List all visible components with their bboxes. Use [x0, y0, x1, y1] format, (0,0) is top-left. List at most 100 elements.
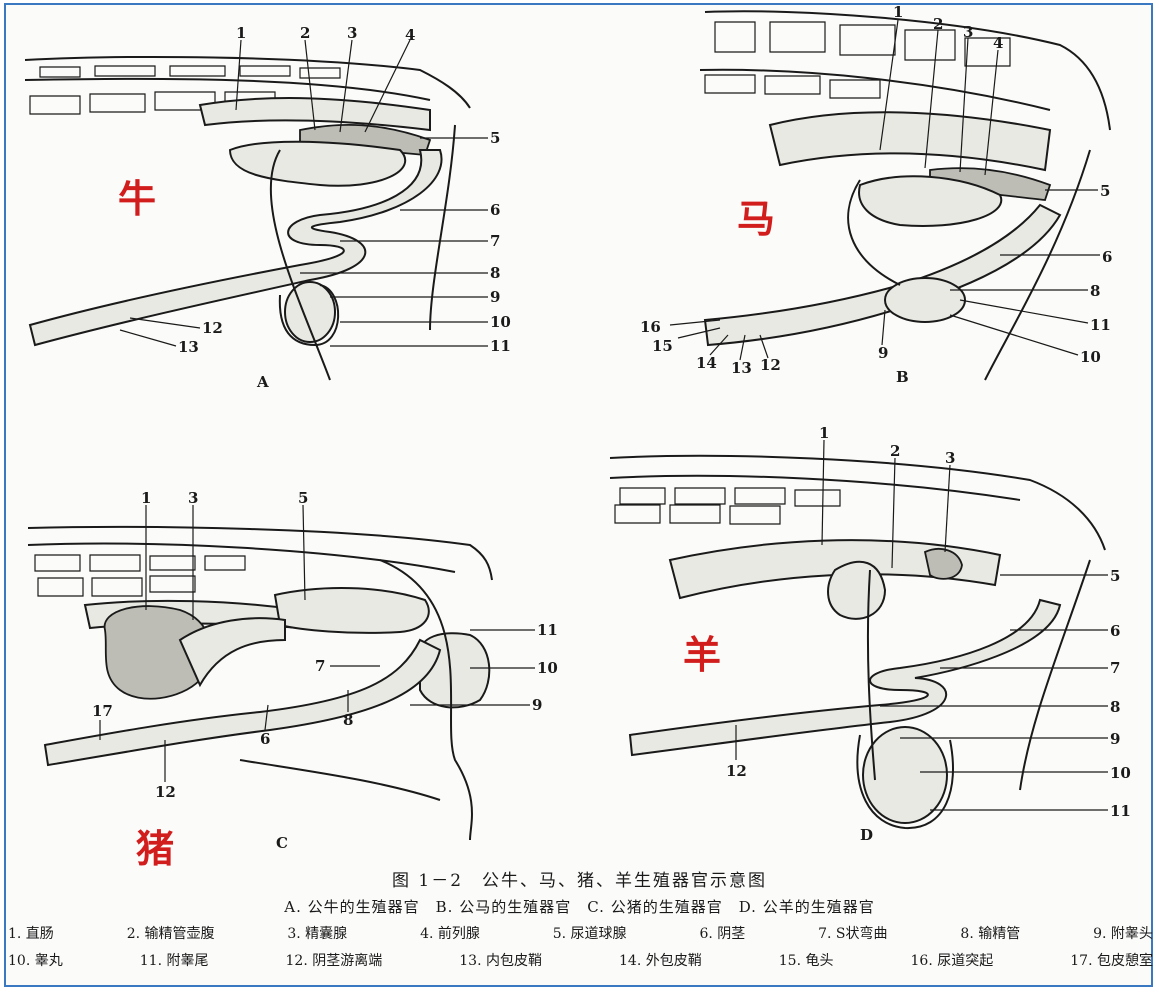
panel-c-callout-9: 9 — [532, 696, 542, 714]
panel-c-callout-7: 7 — [315, 657, 325, 675]
legend-item: 4. 前列腺 — [420, 926, 480, 942]
panel-letter-b: B — [896, 368, 909, 386]
panel-d-callout-2: 2 — [890, 442, 900, 460]
panel-a-callout-2: 2 — [300, 24, 310, 42]
panel-b-bladder — [858, 175, 1003, 227]
panel-a-callout-10: 10 — [490, 313, 511, 331]
panel-b-horse: 1 2 3 4 5 6 8 11 10 9 16 15 14 13 12 马 B — [640, 3, 1112, 386]
panel-d-callout-9: 9 — [1110, 730, 1120, 748]
panel-c-pig: 1 3 5 11 10 7 9 8 6 17 12 猪 C — [27, 489, 558, 871]
legend-row-1: 1. 直肠 2. 输精管壶腹 3. 精囊腺 4. 前列腺 5. 尿道球腺 6. … — [8, 923, 1153, 943]
legend-item: 6. 阴茎 — [699, 926, 746, 942]
panel-b-callout-11: 11 — [1090, 316, 1111, 334]
panel-a-callout-5: 5 — [490, 129, 500, 147]
legend-item: 12. 阴茎游离端 — [285, 953, 383, 969]
legend-item: 2. 输精管壶腹 — [126, 926, 215, 942]
panel-d-callout-10: 10 — [1110, 764, 1131, 782]
animal-label-bull: 牛 — [118, 176, 156, 221]
panel-d-callout-7: 7 — [1110, 659, 1120, 677]
legend-item: 14. 外包皮鞘 — [619, 953, 702, 969]
legend-item: 1. 直肠 — [8, 926, 54, 942]
figure-subtitle: A. 公牛的生殖器官 B. 公马的生殖器官 C. 公猪的生殖器官 D. 公羊的生… — [284, 898, 875, 916]
panel-letter-c: C — [276, 834, 288, 852]
panel-b-callout-3: 3 — [963, 23, 973, 41]
panel-a-bull: 1 2 3 4 5 6 7 8 9 10 11 12 13 牛 A — [24, 24, 511, 391]
panel-a-callout-11: 11 — [490, 337, 511, 355]
panel-d-testis — [862, 726, 948, 824]
panel-b-callout-13: 13 — [731, 359, 752, 377]
legend-item: 13. 内包皮鞘 — [459, 953, 542, 969]
panel-d-spine — [609, 454, 1106, 551]
panel-a-callout-1: 1 — [236, 24, 246, 42]
legend-item: 11. 附睾尾 — [139, 953, 209, 969]
animal-label-ram: 羊 — [683, 632, 721, 677]
panel-c-callout-11: 11 — [537, 621, 558, 639]
animal-label-horse: 马 — [737, 196, 775, 241]
figure-frame — [4, 3, 1153, 987]
panel-c-callout-17: 17 — [92, 702, 113, 720]
figure-title: 图 1－2 公牛、马、猪、羊生殖器官示意图 — [391, 871, 768, 891]
legend-item: 3. 精囊腺 — [287, 926, 348, 942]
panel-b-callouts: 1 2 3 4 5 6 8 11 10 9 16 15 14 13 12 — [640, 3, 1112, 377]
panel-b-callout-1: 1 — [893, 3, 903, 21]
panel-d-callout-12: 12 — [726, 762, 747, 780]
panel-c-spine — [27, 525, 493, 597]
panel-b-callout-14: 14 — [696, 354, 717, 372]
panel-b-rectum — [768, 111, 1052, 172]
panel-d-callout-1: 1 — [819, 424, 829, 442]
panel-b-callout-5: 5 — [1100, 182, 1110, 200]
panel-a-spine — [24, 56, 471, 115]
panel-d-seminal-vesicle — [923, 548, 963, 580]
panel-c-callout-10: 10 — [537, 659, 558, 677]
panel-d-callouts: 1 2 3 5 6 7 8 9 10 11 12 — [726, 424, 1131, 820]
panel-c-callout-12: 12 — [155, 783, 176, 801]
panel-c-bulbourethral-gland — [273, 587, 430, 634]
panel-d-leaders — [735, 439, 1108, 811]
panel-c-penis — [43, 638, 442, 767]
animal-label-pig: 猪 — [136, 826, 174, 871]
panel-a-callouts: 1 2 3 4 5 6 7 8 9 10 11 12 13 — [178, 24, 511, 356]
panel-a-testis — [284, 281, 336, 343]
legend-item: 8. 输精管 — [960, 926, 1021, 942]
panel-c-callouts: 1 3 5 11 10 7 9 8 6 17 12 — [92, 489, 558, 801]
panel-a-callout-12: 12 — [202, 319, 223, 337]
panel-c-callout-1: 1 — [141, 489, 151, 507]
panel-a-rectum — [198, 97, 431, 132]
legend-row-2: 10. 睾丸 11. 附睾尾 12. 阴茎游离端 13. 内包皮鞘 14. 外包… — [8, 950, 1153, 970]
panel-c-callout-3: 3 — [188, 489, 198, 507]
panel-c-pelvic-urethra — [178, 617, 286, 688]
panel-c-callout-6: 6 — [260, 730, 270, 748]
panel-d-callout-5: 5 — [1110, 567, 1120, 585]
legend-item: 5. 尿道球腺 — [552, 926, 627, 942]
panel-a-callout-7: 7 — [490, 232, 500, 250]
panel-c-leaders — [99, 504, 535, 782]
panel-a-callout-6: 6 — [490, 201, 500, 219]
panel-b-callout-8: 8 — [1090, 282, 1100, 300]
panel-b-callout-10: 10 — [1080, 348, 1101, 366]
legend-item: 15. 龟头 — [778, 953, 834, 969]
panel-b-leaders — [669, 19, 1100, 361]
panel-d-callout-6: 6 — [1110, 622, 1120, 640]
panel-a-penis — [28, 149, 443, 347]
panel-d-bladder — [827, 560, 887, 620]
panel-b-spine — [699, 10, 1111, 131]
panel-d-callout-3: 3 — [945, 449, 955, 467]
legend-item: 10. 睾丸 — [8, 953, 63, 969]
panel-b-penis — [703, 203, 1062, 347]
legend-item: 16. 尿道突起 — [910, 953, 994, 969]
panel-b-callout-12: 12 — [760, 356, 781, 374]
legend-item: 7. S状弯曲 — [818, 926, 888, 942]
panel-a-leaders — [119, 39, 488, 347]
panel-a-callout-3: 3 — [347, 24, 357, 42]
panel-d-ram: 1 2 3 5 6 7 8 9 10 11 12 羊 D — [609, 424, 1131, 844]
panel-a-bladder — [228, 140, 407, 187]
panel-d-callout-11: 11 — [1110, 802, 1131, 820]
panel-a-callout-8: 8 — [490, 264, 500, 282]
legend-item: 9. 附睾头 — [1093, 926, 1153, 942]
panel-b-callout-9: 9 — [878, 344, 888, 362]
panel-d-penis — [628, 598, 1062, 757]
panel-a-callout-4: 4 — [405, 26, 415, 44]
panel-c-callout-8: 8 — [343, 711, 353, 729]
panel-letter-a: A — [256, 373, 269, 391]
